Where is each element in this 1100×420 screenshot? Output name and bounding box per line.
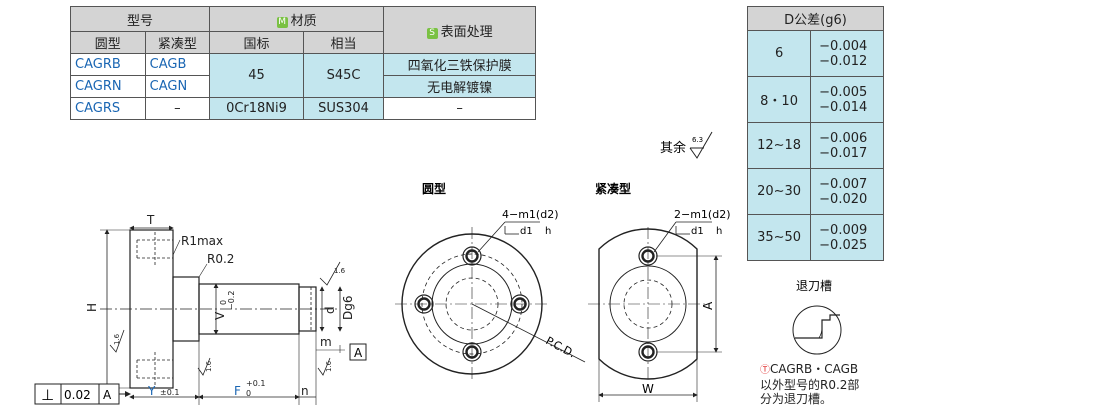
label-d: d [323,306,337,314]
svg-text:0: 0 [246,389,251,398]
s-badge-icon: S [426,27,438,39]
label-F: F [234,384,241,398]
svg-text:W: W [642,382,654,396]
table-row: CAGRB CAGB 45 S45C 四氧化三铁保护膜 [70,53,536,98]
roughness-icon [689,131,713,159]
svg-text:6.3: 6.3 [692,136,703,144]
table-row: 6−0.004−0.012 [746,30,884,77]
round-view: 圆型 4−m1(d2) d1 h P.C.D. [395,181,586,381]
relief-groove-detail: 退刀槽 [792,279,842,355]
svg-text:P.C.D.: P.C.D. [544,334,578,360]
table-row: CAGRS – 0Cr18Ni9 SUS304 – [70,97,536,120]
svg-text:1.6: 1.6 [205,360,213,372]
note-marker-icon: Ⓣ [760,365,770,376]
svg-text:紧凑型: 紧凑型 [595,181,631,196]
svg-text:2−m1(d2): 2−m1(d2) [674,208,731,221]
svg-text:−0.2: −0.2 [227,291,236,310]
label-R02: R0.2 [207,252,234,266]
table-row: 35∼50−0.009−0.025 [746,214,884,261]
label-V: V [213,311,227,320]
svg-text:h: h [716,226,722,237]
table-row: 20∼30−0.007−0.020 [746,168,884,215]
table-row: 8・10−0.005−0.014 [746,76,884,123]
svg-text:1.6: 1.6 [334,267,346,275]
side-view [100,225,345,405]
m-badge-icon: M [276,16,288,28]
gdt-frame: ⊥ 0.02 A [34,383,131,405]
svg-text:4−m1(d2): 4−m1(d2) [502,208,559,221]
svg-text:d1: d1 [691,226,704,237]
datum-a-box [349,343,367,361]
compact-view: 紧凑型 2−m1(d2) d1 h A W [588,181,731,402]
svg-text:A: A [701,301,715,310]
svg-text:A: A [354,346,363,360]
svg-text:0: 0 [219,300,228,305]
tolerance-table: D公差(g6) 6−0.004−0.012 8・10−0.005−0.014 1… [746,6,884,261]
svg-text:+0.1: +0.1 [246,379,265,388]
svg-text:其余: 其余 [660,140,686,156]
svg-text:±0.1: ±0.1 [160,388,179,397]
label-H: H [85,303,99,312]
label-n: n [301,384,309,398]
label-R1max: R1max [181,234,223,248]
svg-text:退刀槽: 退刀槽 [796,279,832,293]
table-row: 12∼18−0.006−0.017 [746,122,884,169]
svg-text:0.02: 0.02 [64,388,91,402]
perpendicularity-icon: ⊥ [41,386,54,404]
svg-text:1.6: 1.6 [113,333,121,345]
svg-text:h: h [545,226,551,237]
header-model: 型号 [69,6,211,32]
svg-text:A: A [103,388,112,402]
sub-national: 国标 [209,31,304,54]
svg-text:圆型: 圆型 [422,181,446,196]
label-Dg6: Dg6 [341,296,355,321]
label-Y: Y [147,384,156,398]
svg-text:d1: d1 [520,226,533,237]
table-row: CAGRN CAGN 无电解镀镍 [70,75,536,98]
svg-text:1.6: 1.6 [325,360,333,372]
label-m: m [320,335,332,349]
roughness-note: 其余 6.3 [660,131,713,159]
label-T: T [146,213,155,227]
relief-groove-note: ⓉCAGRB・CAGB 以外型号的R0.2部 分为退刀槽。 [760,362,860,406]
